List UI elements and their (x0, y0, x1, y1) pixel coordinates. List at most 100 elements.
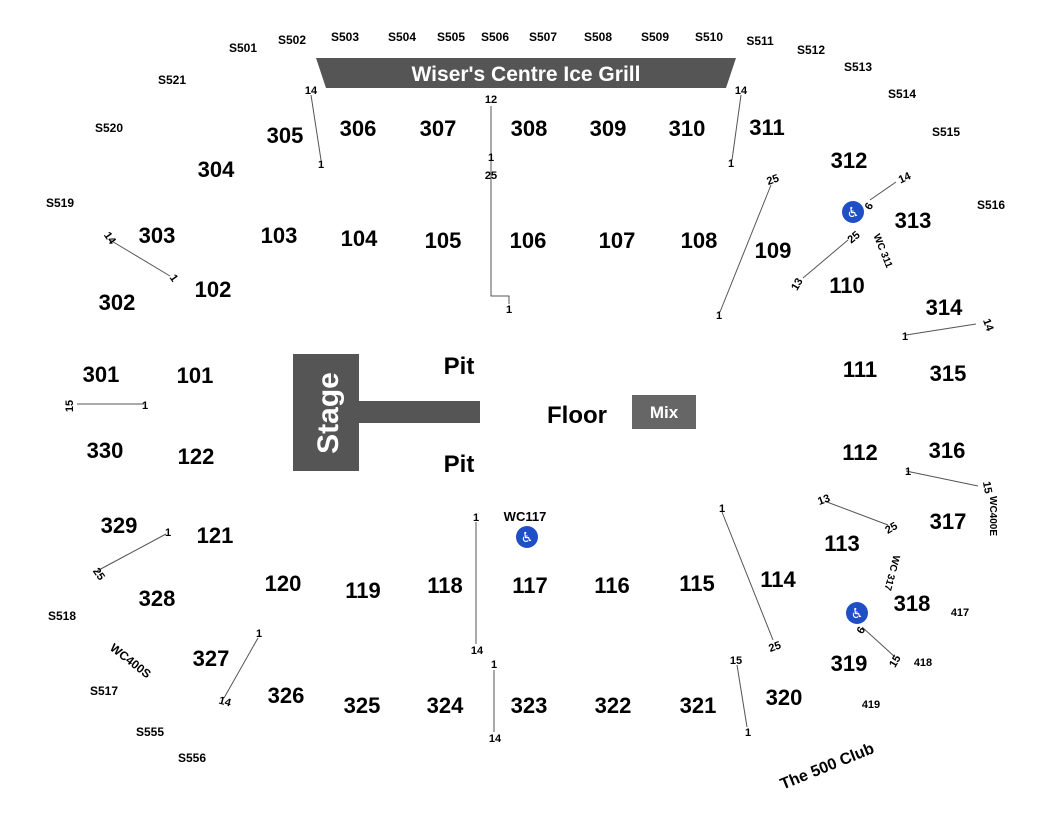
section-329[interactable]: 329 (101, 513, 138, 538)
section-417[interactable]: 417 (951, 607, 969, 619)
wc317-label: WC 317 (881, 554, 901, 592)
row-number: 6 (855, 625, 868, 636)
section-307[interactable]: 307 (420, 116, 457, 141)
stage-label: Stage (312, 372, 345, 454)
row-number: 25 (883, 520, 900, 537)
section-S509[interactable]: S509 (641, 30, 669, 44)
section-302[interactable]: 302 (99, 290, 136, 315)
section-419[interactable]: 419 (862, 699, 880, 711)
section-S518[interactable]: S518 (48, 609, 76, 623)
section-116[interactable]: 116 (594, 573, 630, 598)
section-S506[interactable]: S506 (481, 30, 509, 44)
section-110[interactable]: 110 (829, 273, 865, 298)
section-313[interactable]: 313 (895, 208, 932, 233)
section-305[interactable]: 305 (267, 123, 304, 148)
section-102[interactable]: 102 (195, 277, 232, 302)
row-number: 1 (716, 310, 722, 322)
section-115[interactable]: 115 (679, 571, 715, 596)
section-320[interactable]: 320 (766, 685, 803, 710)
section-S503[interactable]: S503 (331, 30, 359, 44)
section-S511[interactable]: S511 (746, 34, 774, 48)
section-S520[interactable]: S520 (95, 121, 123, 135)
section-310[interactable]: 310 (669, 116, 706, 141)
row-number: 14 (101, 230, 118, 248)
section-324[interactable]: 324 (427, 693, 464, 718)
section-S516[interactable]: S516 (977, 198, 1005, 212)
section-122[interactable]: 122 (178, 444, 215, 469)
section-S510[interactable]: S510 (695, 30, 723, 44)
row-number: 14 (217, 695, 233, 710)
row-number: 14 (489, 733, 502, 745)
pit-bottom[interactable]: Pit (444, 451, 475, 478)
row-number: 14 (980, 317, 996, 333)
section-S504[interactable]: S504 (388, 30, 416, 44)
section-119[interactable]: 119 (345, 578, 381, 603)
mix-box (632, 395, 696, 429)
section-326[interactable]: 326 (268, 683, 305, 708)
section-111[interactable]: 111 (843, 357, 877, 382)
section-322[interactable]: 322 (595, 693, 632, 718)
row-number: 14 (735, 85, 748, 97)
section-117[interactable]: 117 (512, 573, 548, 598)
wc400e-label: WC400E (987, 496, 998, 536)
section-105[interactable]: 105 (425, 228, 462, 253)
section-108[interactable]: 108 (681, 228, 718, 253)
section-118[interactable]: 118 (427, 573, 463, 598)
section-327[interactable]: 327 (193, 646, 230, 671)
row-number: 6 (863, 201, 876, 212)
section-113[interactable]: 113 (824, 531, 860, 556)
section-101[interactable]: 101 (177, 363, 214, 388)
section-120[interactable]: 120 (265, 571, 302, 596)
row-number: 1 (745, 727, 751, 739)
section-323[interactable]: 323 (511, 693, 548, 718)
section-325[interactable]: 325 (344, 693, 381, 718)
section-319[interactable]: 319 (831, 651, 868, 676)
section-S519[interactable]: S519 (46, 196, 74, 210)
section-312[interactable]: 312 (831, 148, 868, 173)
section-318[interactable]: 318 (894, 591, 931, 616)
centre-ice-grill[interactable]: Wiser's Centre Ice Grill (316, 58, 736, 88)
section-109[interactable]: 109 (755, 238, 792, 263)
section-S556[interactable]: S556 (178, 751, 206, 765)
section-317[interactable]: 317 (930, 509, 967, 534)
section-S502[interactable]: S502 (278, 33, 306, 47)
section-S555[interactable]: S555 (136, 725, 164, 739)
section-315[interactable]: 315 (930, 361, 967, 386)
section-S501[interactable]: S501 (229, 41, 257, 55)
section-S505[interactable]: S505 (437, 30, 465, 44)
section-S514[interactable]: S514 (888, 87, 916, 101)
section-104[interactable]: 104 (341, 226, 378, 251)
the-500-club[interactable]: The 500 Club (778, 740, 877, 793)
section-308[interactable]: 308 (511, 116, 548, 141)
section-103[interactable]: 103 (261, 223, 298, 248)
section-330[interactable]: 330 (87, 438, 124, 463)
section-304[interactable]: 304 (198, 157, 235, 182)
section-301[interactable]: 301 (83, 362, 120, 387)
pit-top[interactable]: Pit (444, 353, 475, 380)
section-316[interactable]: 316 (929, 438, 966, 463)
section-303[interactable]: 303 (139, 223, 176, 248)
stage: Stage (293, 354, 480, 471)
section-106[interactable]: 106 (510, 228, 547, 253)
section-S508[interactable]: S508 (584, 30, 612, 44)
section-S512[interactable]: S512 (797, 43, 825, 57)
section-112[interactable]: 112 (842, 440, 878, 465)
section-114[interactable]: 114 (760, 567, 796, 592)
section-314[interactable]: 314 (926, 295, 963, 320)
section-S515[interactable]: S515 (932, 125, 960, 139)
section-309[interactable]: 309 (590, 116, 627, 141)
row-number: 25 (90, 566, 107, 583)
section-S517[interactable]: S517 (90, 684, 118, 698)
section-328[interactable]: 328 (139, 586, 176, 611)
section-321[interactable]: 321 (680, 693, 717, 718)
section-311[interactable]: 311 (749, 115, 785, 140)
section-S507[interactable]: S507 (529, 30, 557, 44)
floor-label[interactable]: Floor (547, 402, 607, 429)
section-S513[interactable]: S513 (844, 60, 872, 74)
section-418[interactable]: 418 (914, 657, 932, 669)
section-107[interactable]: 107 (599, 228, 636, 253)
section-121[interactable]: 121 (197, 523, 234, 548)
section-S521[interactable]: S521 (158, 73, 186, 87)
section-306[interactable]: 306 (340, 116, 377, 141)
